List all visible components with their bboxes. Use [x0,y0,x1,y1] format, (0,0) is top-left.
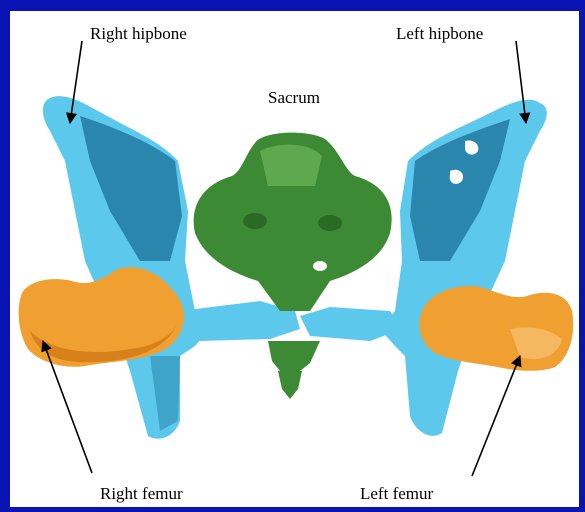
right-femur-label: Right femur [100,485,183,502]
right-femur [19,267,184,366]
sacrum-label: Sacrum [268,89,320,106]
right-hipbone-label: Right hipbone [90,25,187,42]
left-femur-pointer [472,356,520,476]
diagram-panel: Right hipbone Left hipbone Sacrum Right … [10,11,579,507]
pelvis-illustration [10,11,579,507]
left-femur-label: Left femur [360,485,433,502]
left-hipbone-label: Left hipbone [396,25,483,42]
sacrum [194,133,392,399]
